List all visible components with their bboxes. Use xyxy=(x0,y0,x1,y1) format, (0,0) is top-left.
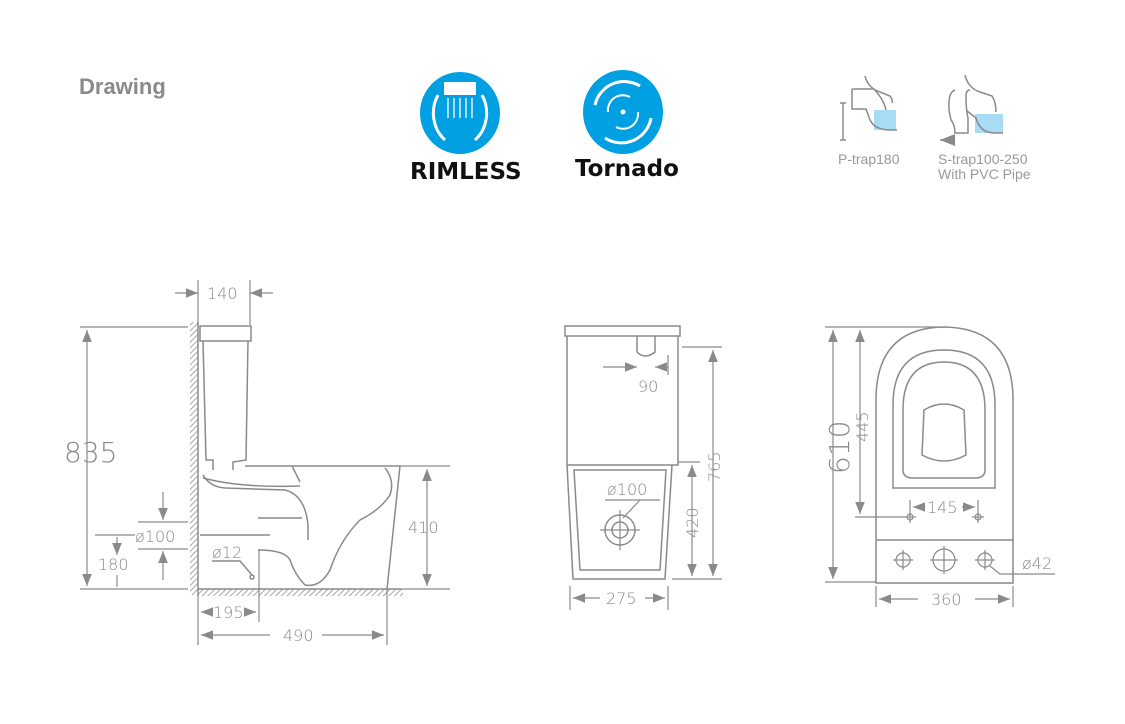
dim-835: 835 xyxy=(64,436,117,469)
s-trap-sublabel: With PVC Pipe xyxy=(938,166,1031,182)
dim-180: 180 xyxy=(98,555,129,574)
p-trap-label: P-trap180 xyxy=(838,151,900,167)
rimless-icon xyxy=(420,72,500,154)
tornado-flush-icon xyxy=(583,70,663,154)
front-view-drawing xyxy=(564,325,722,610)
dim-195: 195 xyxy=(213,603,244,622)
p-trap-icon xyxy=(840,75,897,141)
dim-410: 410 xyxy=(408,518,439,537)
dim-445: 445 xyxy=(853,411,872,442)
rimless-label: RIMLESS xyxy=(410,159,522,185)
side-view-drawing xyxy=(80,280,450,645)
dim-42-diameter: ø42 xyxy=(1022,554,1052,573)
dim-145: 145 xyxy=(927,498,958,517)
dim-12-diameter: ø12 xyxy=(212,543,242,562)
dim-140: 140 xyxy=(207,284,238,303)
dim-610: 610 xyxy=(823,421,856,474)
s-trap-label: S-trap100-250 xyxy=(938,151,1028,167)
dim-90: 90 xyxy=(638,377,658,396)
dim-765: 765 xyxy=(705,451,724,482)
dim-360: 360 xyxy=(931,590,962,609)
dim-420: 420 xyxy=(683,507,702,538)
tornado-label: Tornado xyxy=(575,156,679,182)
dim-100-diameter: ø100 xyxy=(135,527,175,546)
dim-275: 275 xyxy=(606,589,637,608)
top-view-drawing xyxy=(825,326,1055,607)
s-trap-icon xyxy=(940,74,1003,144)
dim-100-diameter-front: ø100 xyxy=(607,480,647,499)
page-title: Drawing xyxy=(79,74,166,99)
dim-490: 490 xyxy=(283,626,314,645)
